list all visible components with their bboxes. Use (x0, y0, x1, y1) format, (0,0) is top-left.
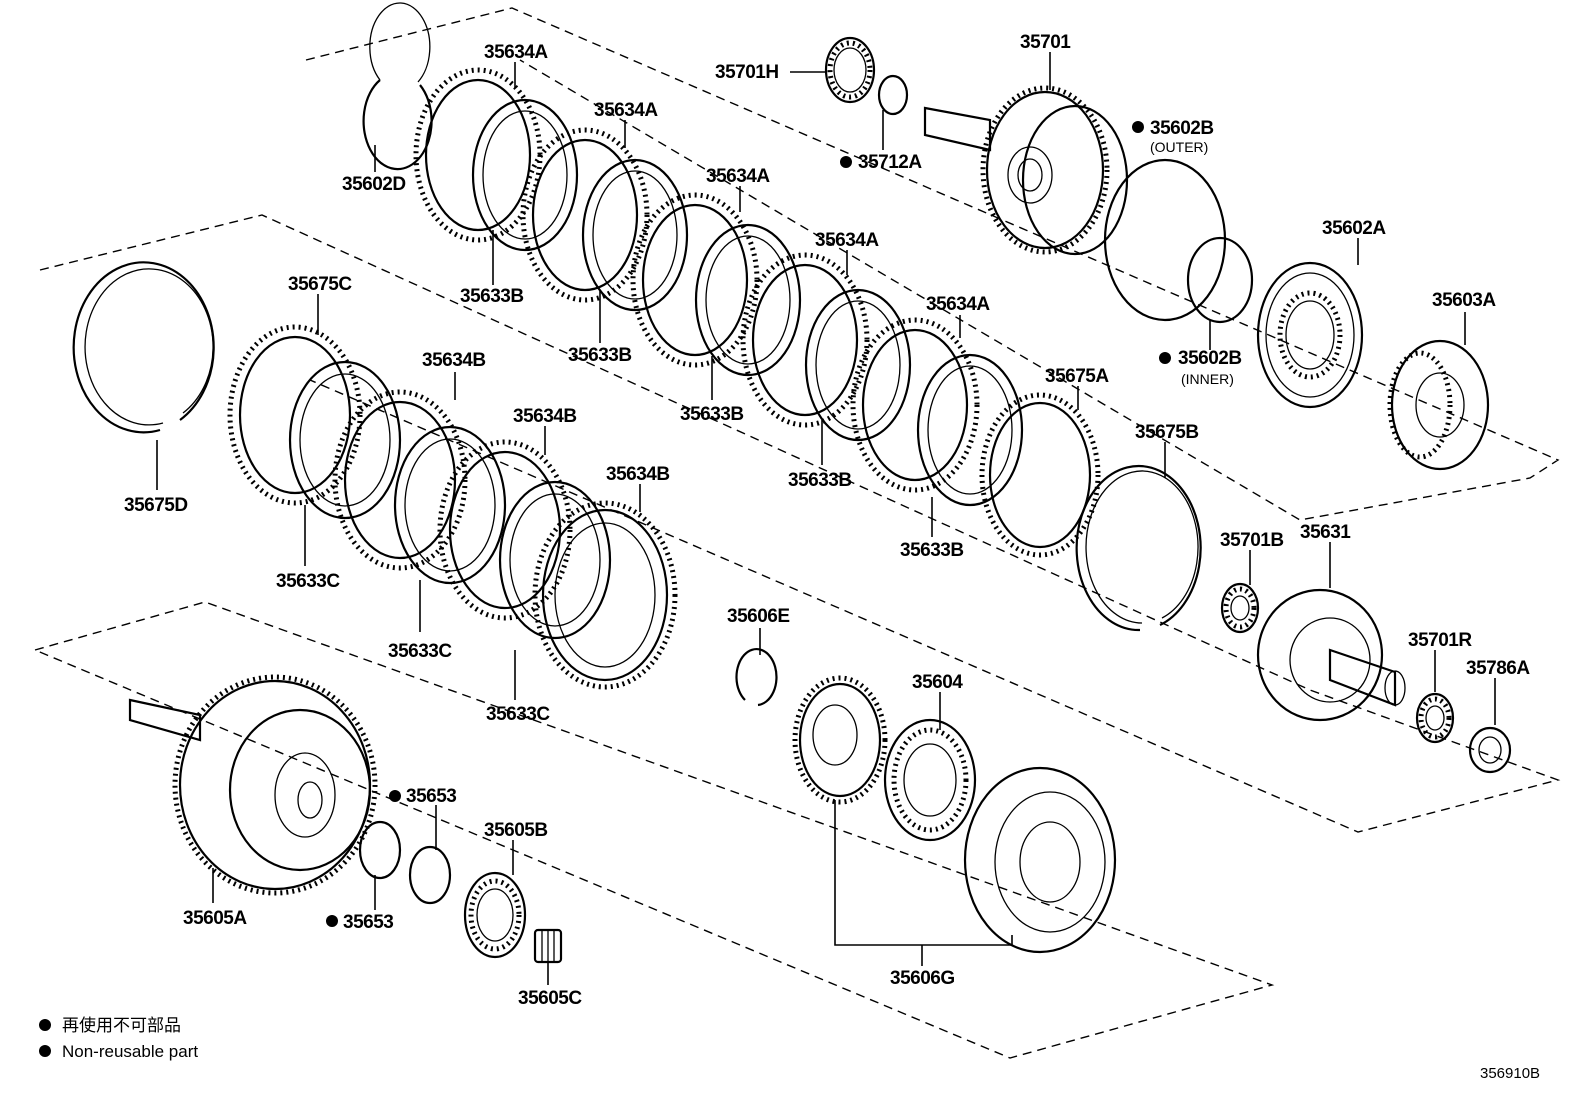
spring-retainer-35603A (1387, 339, 1490, 471)
bearing-35701B (1220, 582, 1260, 634)
bearing-35605B (463, 871, 527, 959)
label-35633C-1: 35633C (276, 571, 340, 592)
snap-ring-35675D (72, 261, 215, 434)
clutch-plates-lower (227, 324, 678, 690)
snap-ring-35675B (1075, 464, 1202, 632)
label-35701B: 35701B (1220, 530, 1284, 551)
label-35712A: 35712A (858, 152, 922, 173)
label-35605A: 35605A (183, 908, 247, 929)
label-35701: 35701 (1020, 32, 1071, 53)
race-35786A (1468, 726, 1512, 774)
label-inner-note: (INNER) (1181, 371, 1234, 387)
bearing-35701R (1415, 692, 1455, 744)
label-35634A-2: 35634A (594, 100, 658, 121)
label-35633B-2: 35633B (568, 345, 632, 366)
label-35602B-inner: 35602B (1178, 348, 1242, 369)
label-35605B: 35605B (484, 820, 548, 841)
label-35701R: 35701R (1408, 630, 1472, 651)
legend-line-japanese: 再使用不可部品 (62, 1015, 181, 1035)
one-way-clutch-35606G (792, 675, 1117, 954)
leader-lines (156, 52, 1496, 985)
label-35634B-1: 35634B (422, 350, 486, 371)
label-35631: 35631 (1300, 522, 1351, 543)
non-reusable-markers (39, 121, 1171, 1057)
label-35602D: 35602D (342, 174, 406, 195)
o-ring-35602B-outer (1103, 158, 1227, 322)
legend: 再使用不可部品 Non-reusable part (62, 1015, 198, 1061)
part-labels: 35634A 35634A 35634A 35634A 35634A 35701… (124, 32, 1531, 1009)
label-35675D: 35675D (124, 495, 188, 516)
label-35634A-3: 35634A (706, 166, 770, 187)
label-35602A: 35602A (1322, 218, 1386, 239)
label-outer-note: (OUTER) (1150, 139, 1208, 155)
label-35606E: 35606E (727, 606, 790, 627)
o-ring-35653-b (408, 845, 452, 905)
o-ring-35653-a (358, 820, 402, 880)
gear-35631 (1256, 588, 1406, 722)
label-35633C-3: 35633C (486, 704, 550, 725)
label-35633B-3: 35633B (680, 404, 744, 425)
label-35675C: 35675C (288, 274, 352, 295)
label-35603A: 35603A (1432, 290, 1496, 311)
label-35634A-4: 35634A (815, 230, 879, 251)
o-ring-35602B-inner (1186, 236, 1254, 324)
label-35605C: 35605C (518, 988, 582, 1009)
group-boundaries (34, 7, 1561, 1059)
snap-ring-35602D (362, 2, 433, 171)
clutch-plates-upper (413, 67, 1101, 558)
o-ring-35712A (877, 74, 909, 116)
label-35633C-2: 35633C (388, 641, 452, 662)
clutch-drum-35605A (128, 674, 378, 896)
label-35633B-4: 35633B (788, 470, 852, 491)
label-35701H: 35701H (715, 62, 779, 83)
snap-ring-35606E (735, 648, 778, 707)
label-35786A: 35786A (1466, 658, 1530, 679)
label-35675A: 35675A (1045, 366, 1109, 387)
diagram-code: 356910B (1480, 1065, 1540, 1082)
label-35675B: 35675B (1135, 422, 1199, 443)
bearing-35701H (824, 36, 876, 104)
bearing-35605C (533, 928, 563, 964)
label-35653-2: 35653 (343, 912, 393, 933)
label-35633B-5: 35633B (900, 540, 964, 561)
legend-line-english: Non-reusable part (62, 1042, 198, 1061)
label-35634B-3: 35634B (606, 464, 670, 485)
clutch-drum-35701 (923, 85, 1129, 256)
label-35602B-outer: 35602B (1150, 118, 1214, 139)
label-35633B-1: 35633B (460, 286, 524, 307)
label-35604: 35604 (912, 672, 963, 693)
piston-35602A (1256, 261, 1364, 409)
label-35634B-2: 35634B (513, 406, 577, 427)
label-35634A-5: 35634A (926, 294, 990, 315)
label-35634A-1: 35634A (484, 42, 548, 63)
label-35653-1: 35653 (406, 786, 456, 807)
label-35606G: 35606G (890, 968, 955, 989)
